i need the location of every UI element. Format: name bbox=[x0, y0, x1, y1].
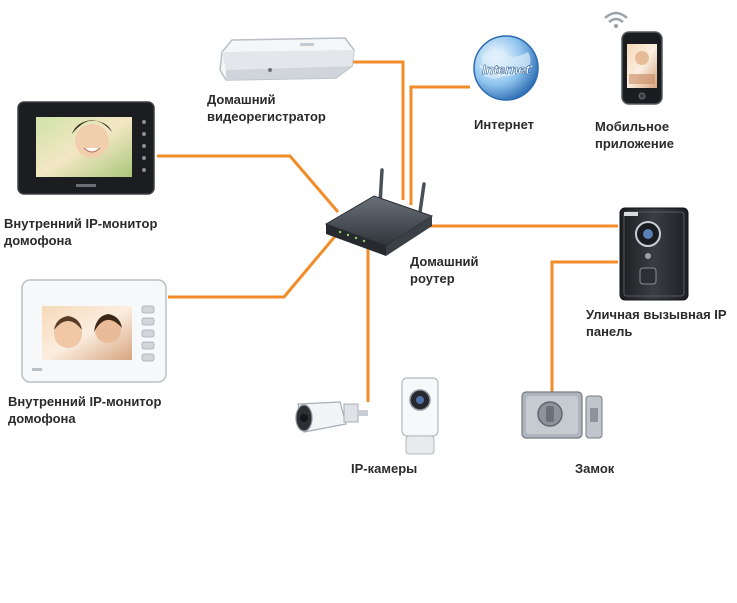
label-cameras-line-1: IP-камеры bbox=[351, 461, 418, 476]
label-mobile-line-2: приложение bbox=[595, 136, 674, 151]
label-monitor-black: Внутренний IP-монитор домофона bbox=[4, 215, 157, 249]
black-intercom-monitor-icon bbox=[17, 101, 155, 195]
label-router-line-2: роутер bbox=[410, 271, 455, 286]
label-mobile: Мобильное приложение bbox=[595, 118, 674, 152]
label-door-panel-line-2: панель bbox=[586, 324, 633, 339]
globe-text: Internet bbox=[482, 62, 530, 77]
label-monitor-black-line-2: домофона bbox=[4, 233, 72, 248]
label-internet-line-1: Интернет bbox=[474, 117, 535, 132]
label-mobile-line-1: Мобильное bbox=[595, 119, 670, 134]
label-router: Домашний роутер bbox=[410, 253, 479, 287]
smartphone-wifi-icon bbox=[604, 11, 663, 105]
label-door-panel: Уличная вызывная IP панель bbox=[586, 306, 727, 340]
label-dvr: Домашний видеорегистратор bbox=[207, 91, 326, 125]
label-lock: Замок bbox=[575, 460, 614, 477]
white-intercom-monitor-icon bbox=[21, 279, 167, 383]
label-router-line-1: Домашний bbox=[410, 254, 479, 269]
label-monitor-black-line-1: Внутренний IP-монитор bbox=[4, 216, 158, 231]
link-monitor-white bbox=[168, 227, 344, 299]
link-lock bbox=[550, 260, 618, 400]
label-cameras: IP-камеры bbox=[351, 460, 417, 477]
router-icon bbox=[324, 168, 434, 256]
label-internet: Интернет bbox=[474, 116, 534, 133]
electric-lock-icon bbox=[521, 391, 603, 439]
label-door-panel-line-1: Уличная вызывная IP bbox=[586, 307, 727, 322]
label-monitor-white-line-2: домофона bbox=[8, 411, 76, 426]
label-dvr-line-1: Домашний bbox=[207, 92, 276, 107]
link-monitor-black bbox=[157, 154, 340, 213]
label-monitor-white-line-1: Внутренний IP-монитор bbox=[8, 394, 162, 409]
connection-lines bbox=[157, 60, 618, 402]
link-dvr bbox=[352, 60, 405, 200]
label-lock-line-1: Замок bbox=[575, 461, 615, 476]
door-call-panel-icon bbox=[619, 207, 689, 301]
ip-camera-icon bbox=[295, 377, 439, 455]
label-dvr-line-2: видеорегистратор bbox=[207, 109, 326, 124]
dvr-box-icon bbox=[219, 37, 355, 81]
link-internet bbox=[409, 85, 470, 205]
label-monitor-white: Внутренний IP-монитор домофона bbox=[8, 393, 161, 427]
internet-globe-icon: Internet bbox=[473, 35, 539, 101]
